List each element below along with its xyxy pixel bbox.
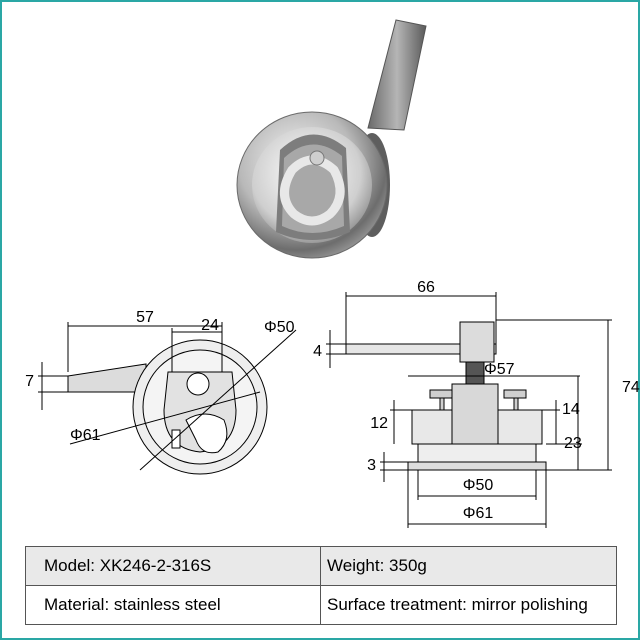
dim-dia-61-side: Φ61 (463, 505, 494, 522)
dim-7: 7 (25, 373, 34, 390)
dim-dia-57-side: Φ57 (484, 361, 515, 378)
weight-cell: Weight: 350g (320, 546, 617, 586)
dim-dia-50-front: Φ50 (264, 319, 295, 336)
dim-74: 74 (622, 379, 640, 396)
spec-row-2: Material: stainless steel Surface treatm… (25, 585, 617, 625)
dim-dia-50-side: Φ50 (463, 477, 494, 494)
spec-table: Model: XK246-2-316S Weight: 350g Materia… (25, 546, 617, 625)
front-view (38, 322, 297, 475)
material-cell: Material: stainless steel (25, 585, 321, 625)
dim-12: 12 (370, 415, 388, 432)
dim-3: 3 (367, 457, 376, 474)
spec-row-1: Model: XK246-2-316S Weight: 350g (25, 546, 617, 586)
dim-23: 23 (564, 435, 582, 452)
dim-24: 24 (201, 317, 219, 334)
side-view (326, 292, 612, 528)
dim-4: 4 (313, 343, 322, 360)
dim-14: 14 (562, 401, 580, 418)
dim-dia-61-front: Φ61 (70, 427, 101, 444)
model-cell: Model: XK246-2-316S (25, 546, 321, 586)
dim-57: 57 (136, 309, 154, 326)
dim-66: 66 (417, 279, 435, 296)
surface-cell: Surface treatment: mirror polishing (320, 585, 617, 625)
